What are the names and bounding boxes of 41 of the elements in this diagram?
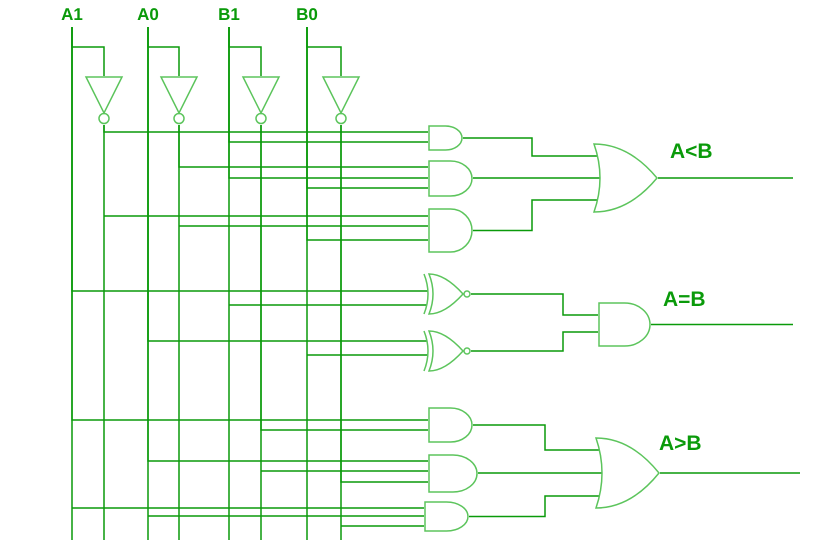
or-gate-symbol bbox=[593, 143, 658, 213]
wire bbox=[306, 26, 429, 541]
wire bbox=[103, 124, 429, 541]
not-gate-symbol bbox=[322, 76, 360, 125]
and-gate-symbol bbox=[598, 302, 651, 347]
not-gate-symbol bbox=[242, 76, 280, 125]
xnor-gate-symbol bbox=[423, 273, 471, 315]
wire bbox=[469, 495, 600, 518]
not-gate-symbol bbox=[160, 76, 198, 125]
and-gate-symbol bbox=[428, 208, 473, 253]
output-label: A<B bbox=[670, 139, 713, 165]
wire bbox=[340, 124, 425, 541]
and-gate-symbol bbox=[428, 407, 473, 443]
output-label: A=B bbox=[663, 287, 706, 313]
wire bbox=[463, 137, 598, 157]
wire bbox=[658, 177, 793, 179]
wire bbox=[473, 177, 600, 179]
wire bbox=[71, 26, 425, 541]
wire bbox=[651, 324, 793, 326]
wire bbox=[260, 124, 429, 541]
wire bbox=[147, 26, 425, 541]
wire bbox=[178, 124, 429, 541]
xnor-gate-symbol bbox=[423, 330, 471, 372]
input-label: A0 bbox=[134, 3, 162, 27]
and-gate-symbol bbox=[428, 454, 478, 492]
and-gate-symbol bbox=[428, 125, 463, 151]
or-gate-symbol bbox=[595, 437, 660, 509]
wire bbox=[660, 472, 800, 474]
wire bbox=[478, 472, 602, 474]
input-label: B0 bbox=[293, 3, 321, 27]
input-label: B1 bbox=[215, 3, 243, 27]
output-label: A>B bbox=[659, 431, 702, 457]
input-label: A1 bbox=[58, 3, 86, 27]
wire bbox=[471, 331, 598, 352]
and-gate-symbol bbox=[424, 501, 469, 532]
wire bbox=[473, 199, 598, 232]
wire bbox=[228, 26, 428, 541]
not-gate-symbol bbox=[85, 76, 123, 125]
wire bbox=[473, 424, 600, 451]
and-gate-symbol bbox=[428, 160, 473, 196]
wire bbox=[471, 293, 598, 316]
